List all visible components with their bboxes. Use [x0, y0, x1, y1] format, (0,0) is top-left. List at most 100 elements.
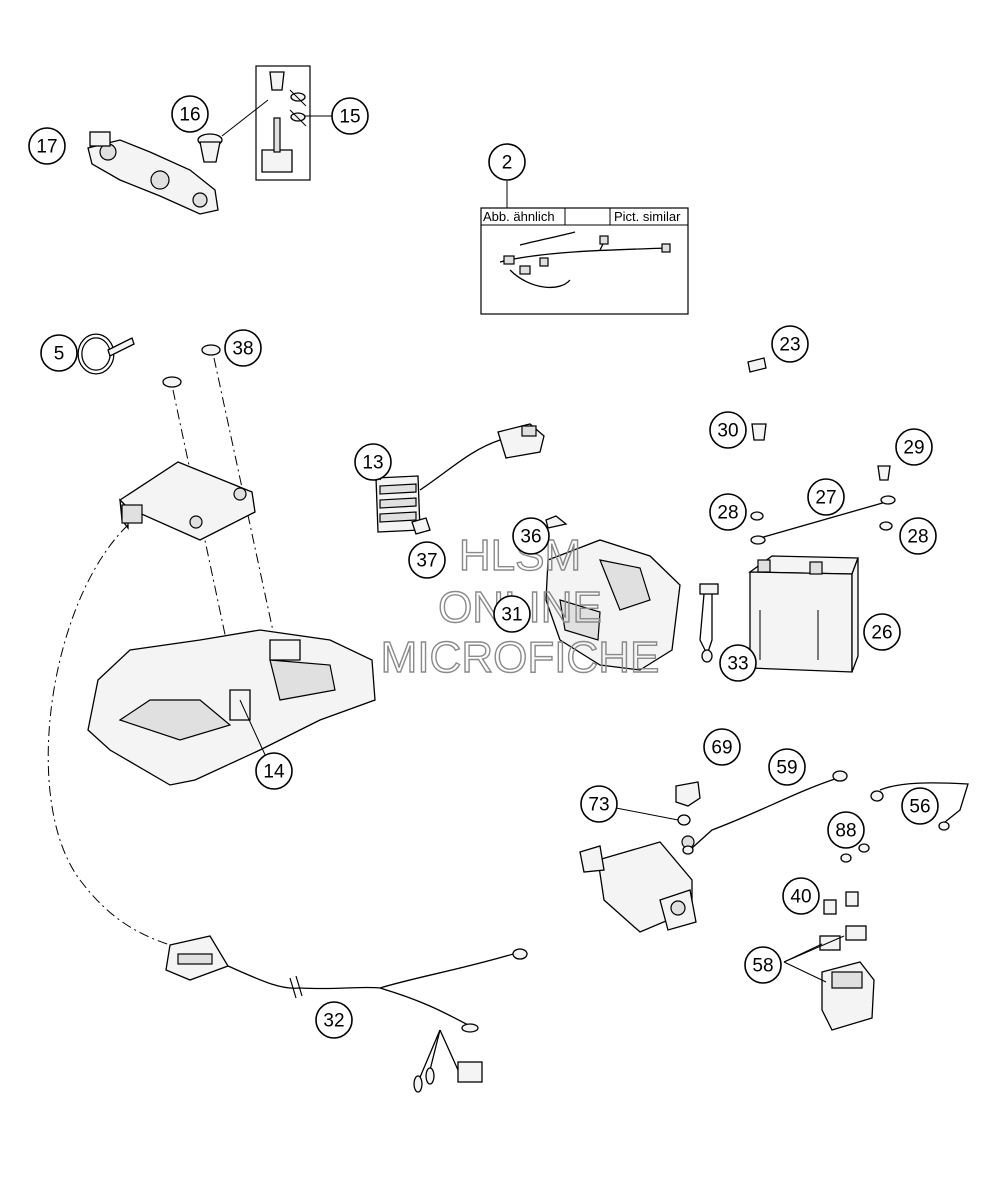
- callout-circle: [354, 443, 392, 481]
- callout-circle: [331, 97, 369, 135]
- part-cable-59: [682, 770, 848, 855]
- part-nut-73: [677, 814, 691, 826]
- callout-circle: [863, 613, 901, 651]
- callout-number: 26: [871, 623, 892, 644]
- callout-number: 59: [776, 758, 797, 779]
- callout-number: 31: [501, 605, 522, 626]
- part-screw-37: [411, 517, 431, 535]
- callout-26: 26: [863, 613, 901, 651]
- callout-circle: [719, 644, 757, 682]
- callout-29: 29: [895, 428, 933, 466]
- callout-73: 73: [580, 785, 618, 823]
- callout-circle: [493, 595, 531, 633]
- callout-circle: [28, 127, 66, 165]
- callout-number: 37: [416, 551, 437, 572]
- callout-circle: [768, 748, 806, 786]
- part-washer-28a: [750, 511, 764, 521]
- callout-37: 37: [408, 541, 446, 579]
- callout-circle: [709, 493, 747, 531]
- callout-38: 38: [224, 329, 262, 367]
- callout-number: 15: [339, 107, 360, 128]
- part-cable-56: [870, 782, 969, 831]
- callout-40: 40: [782, 877, 820, 915]
- callout-15: 15: [331, 97, 369, 135]
- callout-33: 33: [719, 644, 757, 682]
- part-battery-box-31: [545, 539, 681, 671]
- callout-number: 17: [36, 137, 57, 158]
- callout-circle: [901, 787, 939, 825]
- callout-number: 16: [179, 105, 200, 126]
- callout-number: 58: [752, 956, 773, 977]
- part-bracket-17: [87, 131, 219, 215]
- callout-17: 17: [28, 127, 66, 165]
- callout-number: 2: [502, 153, 513, 174]
- callout-circle: [771, 325, 809, 363]
- callout-30: 30: [709, 411, 747, 449]
- part-cable-27: [750, 495, 896, 545]
- part-battery-26: [748, 555, 859, 673]
- callout-number: 28: [717, 503, 738, 524]
- callout-13: 13: [354, 443, 392, 481]
- part-strap-33: [699, 583, 719, 663]
- callout-56: 56: [901, 787, 939, 825]
- callout-number: 56: [909, 797, 930, 818]
- callout-number: 30: [717, 421, 738, 442]
- callout-circle: [580, 785, 618, 823]
- callout-number: 36: [520, 527, 541, 548]
- part-ecu: [118, 461, 256, 541]
- callout-16: 16: [171, 95, 209, 133]
- callout-circle: [709, 411, 747, 449]
- callout-circle: [703, 728, 741, 766]
- part-relay-58: [819, 925, 875, 1031]
- callout-circle: [171, 95, 209, 133]
- part-cable-tie-5: [77, 333, 135, 375]
- callout-circle: [512, 517, 550, 555]
- callout-circle: [315, 1001, 353, 1039]
- callout-58: 58: [744, 946, 782, 984]
- callout-circle: [807, 478, 845, 516]
- callout-number: 69: [711, 738, 732, 759]
- callout-circle: [744, 946, 782, 984]
- callout-2: 2: [488, 143, 526, 181]
- part-washer-28b: [879, 521, 893, 531]
- part-screw-88: [840, 843, 870, 863]
- callout-number: 28: [907, 527, 928, 548]
- part-bolt-16: [197, 133, 223, 163]
- part-regulator-13: [375, 423, 545, 533]
- callout-69: 69: [703, 728, 741, 766]
- part-starter-motor: [579, 835, 697, 933]
- callout-number: 40: [790, 887, 811, 908]
- callout-circle: [827, 811, 865, 849]
- part-cap-69: [675, 781, 701, 807]
- part-bolt-29: [877, 465, 891, 481]
- callout-circle: [40, 334, 78, 372]
- callout-number: 23: [779, 335, 800, 356]
- callout-number: 73: [588, 795, 609, 816]
- part-harness-32: [165, 935, 528, 1093]
- part-clip-23: [747, 357, 767, 373]
- callout-28: 28: [709, 493, 747, 531]
- callout-circle: [899, 517, 937, 555]
- watermark-line3: MICROFICHE: [381, 633, 660, 682]
- callout-32: 32: [315, 1001, 353, 1039]
- callout-28: 28: [899, 517, 937, 555]
- callout-circle: [224, 329, 262, 367]
- callout-31: 31: [493, 595, 531, 633]
- part-screw-36: [545, 515, 568, 529]
- callout-5: 5: [40, 334, 78, 372]
- callout-number: 32: [323, 1011, 344, 1032]
- callout-number: 14: [263, 762, 285, 783]
- callout-number: 38: [232, 339, 253, 360]
- detail-box-15: [255, 65, 311, 181]
- callout-36: 36: [512, 517, 550, 555]
- callout-circle: [895, 428, 933, 466]
- part-bolt-30: [751, 423, 767, 441]
- callout-number: 13: [362, 453, 383, 474]
- callout-number: 27: [815, 488, 836, 509]
- callout-88: 88: [827, 811, 865, 849]
- inset-label-right: Pict. similar: [614, 209, 681, 224]
- callout-circle: [782, 877, 820, 915]
- callout-circle: [255, 752, 293, 790]
- callout-circle: [408, 541, 446, 579]
